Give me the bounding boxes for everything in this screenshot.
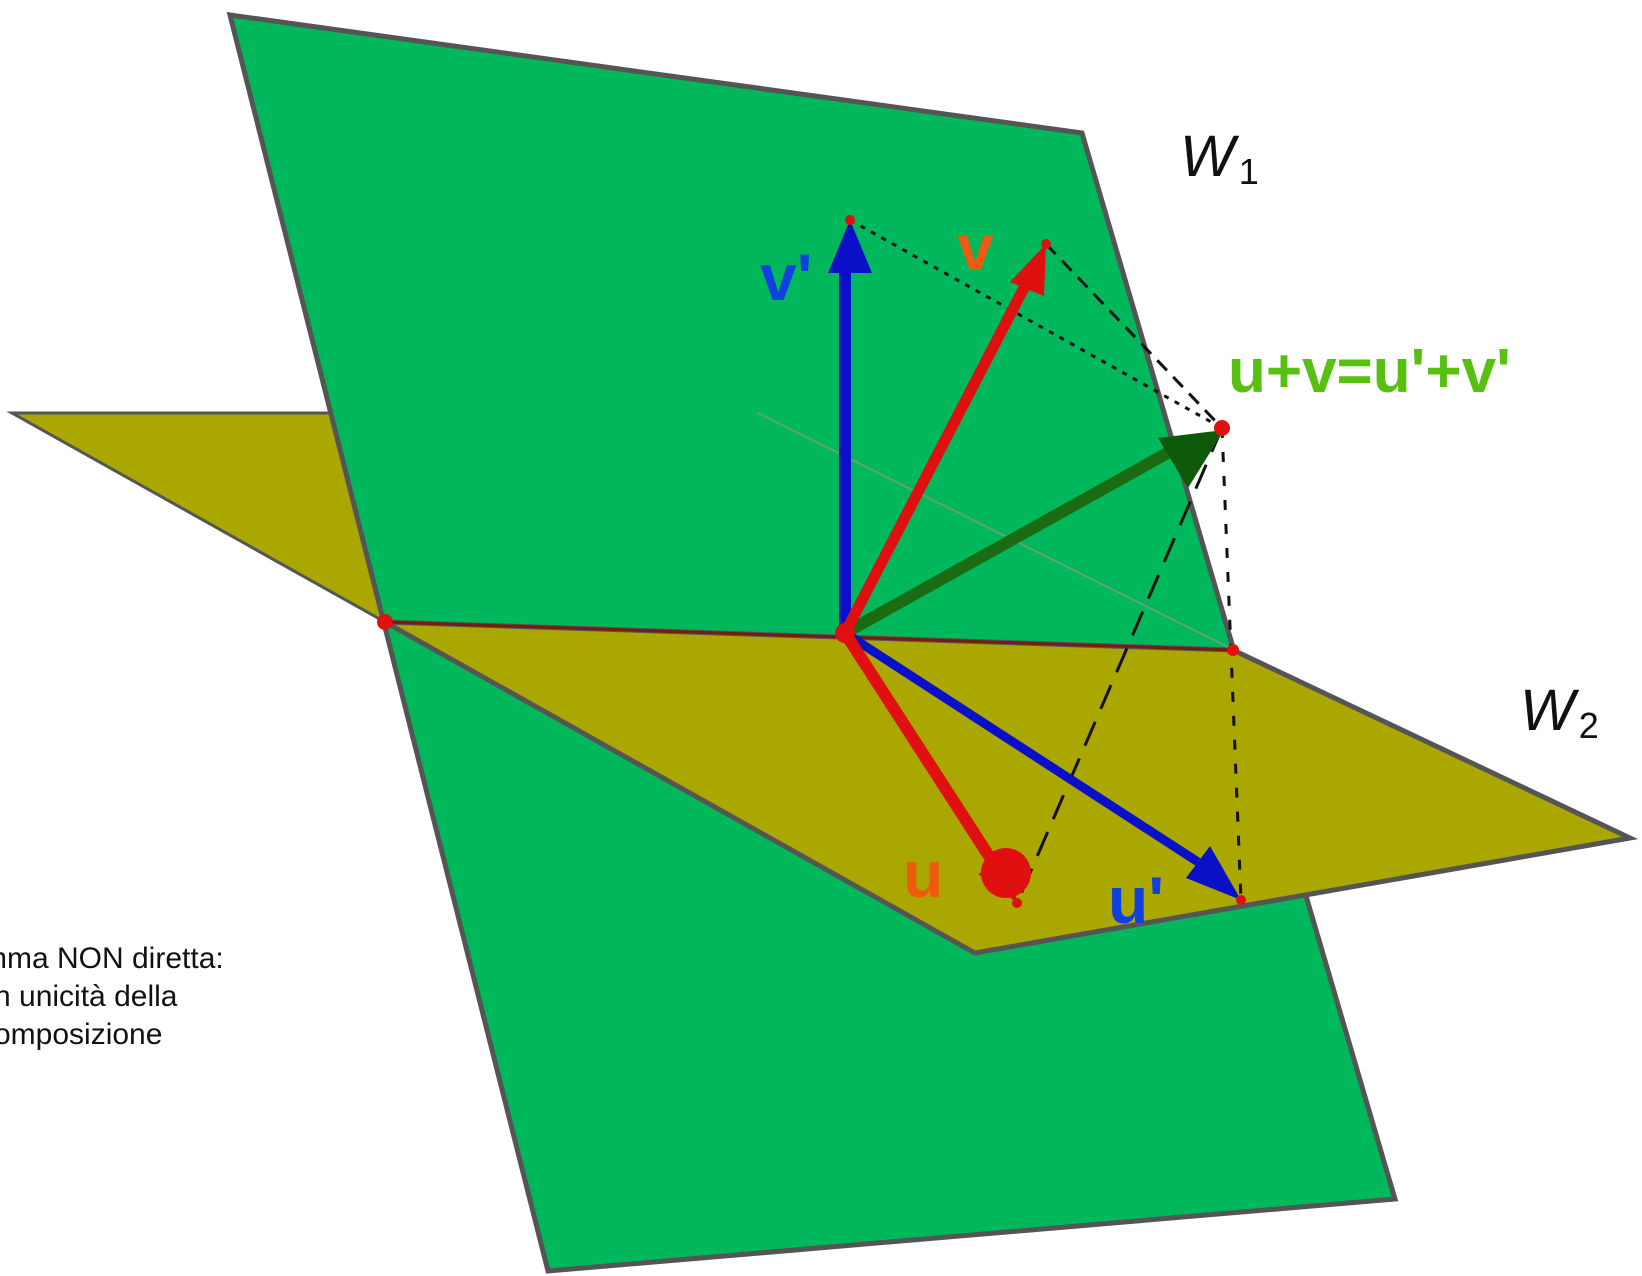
u-point [1012, 898, 1022, 908]
v-prime-point [845, 215, 855, 225]
dashed-sum-to-u [1015, 427, 1224, 904]
plane-w2-hidden-edge [757, 412, 1229, 648]
caption-line-1: mma NON diretta: [0, 942, 224, 975]
u-label: u [903, 837, 943, 911]
caption-line-3: omposizione [0, 1018, 163, 1051]
dashed-sum-to-uprime [1220, 427, 1243, 901]
intersection-line [384, 620, 1234, 652]
sum-point [1214, 420, 1230, 436]
vector-sum [839, 430, 1224, 639]
vector-v-prime [828, 220, 872, 633]
sum-label: u+v=u'+v' [1228, 337, 1511, 406]
points [377, 215, 1246, 908]
left-intersection-point [377, 614, 393, 630]
vector-u [839, 629, 1031, 903]
caption-text: mma NON diretta: n unicità della omposiz… [0, 940, 420, 1054]
caption-line-2: n unicità della [0, 980, 178, 1013]
construction-lines [849, 218, 1243, 904]
vector-v [840, 244, 1046, 636]
vector-u-prime [842, 629, 1241, 900]
v-point [1041, 239, 1051, 249]
right-intersection-point [1227, 644, 1239, 656]
u-prime-label: u' [1108, 863, 1164, 937]
u-prime-point [1236, 895, 1246, 905]
origin-point [835, 623, 855, 643]
v-prime-label: v' [760, 240, 812, 314]
v-label: v [957, 210, 994, 284]
dashed-v-to-sum [1044, 242, 1224, 430]
